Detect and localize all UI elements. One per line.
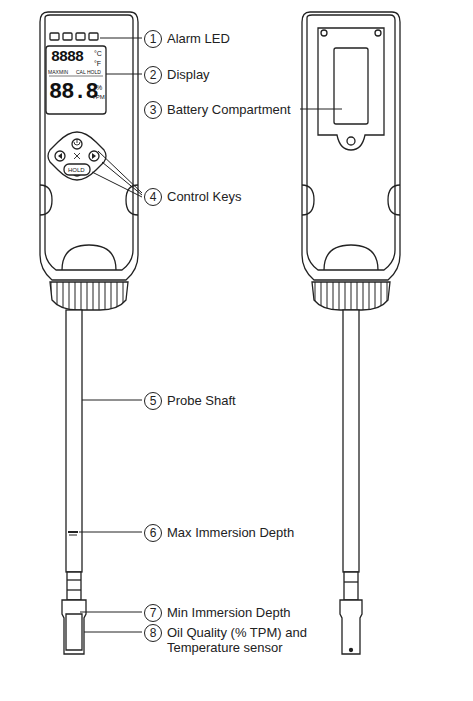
housing xyxy=(40,12,138,280)
key-label: HOLD xyxy=(68,167,85,173)
display-segment: °F xyxy=(94,60,101,67)
display-segment: HOLD xyxy=(87,70,101,75)
callout: 1 Alarm LED xyxy=(144,30,231,48)
callout-number: 6 xyxy=(144,524,162,542)
display-segment: MIN xyxy=(59,70,68,75)
callout: 6 Max Immersion Depth xyxy=(144,524,295,542)
part-name: Alarm LED xyxy=(166,31,231,46)
display-segment: °C xyxy=(94,50,102,57)
callout: 8Oil Quality (% TPM) and Temperature sen… xyxy=(144,624,328,655)
callout-number: 2 xyxy=(144,66,162,84)
callout: 3 Battery Compartment xyxy=(144,101,292,119)
part-name: Oil Quality (% TPM) and Temperature sens… xyxy=(166,625,328,655)
display-segment: 88.8 xyxy=(49,82,98,104)
display-segment: % xyxy=(96,84,102,91)
leader-lines xyxy=(79,38,342,632)
callout-number: 1 xyxy=(144,30,162,48)
callout-number: 7 xyxy=(144,604,162,622)
display-segment: TPM xyxy=(92,94,105,100)
display-segment: MAX xyxy=(48,70,59,75)
display-segment: CAL xyxy=(76,70,86,75)
part-name: Probe Shaft xyxy=(166,393,237,408)
part-name: Control Keys xyxy=(166,189,242,204)
part-name: Display xyxy=(166,67,211,82)
callout-number: 3 xyxy=(144,101,162,119)
part-name: Min Immersion Depth xyxy=(166,605,292,620)
part-name: Battery Compartment xyxy=(166,102,292,117)
callout-number: 4 xyxy=(144,188,162,206)
callout: 2 Display xyxy=(144,66,211,84)
part-name: Max Immersion Depth xyxy=(166,525,295,540)
display-segment: 8888 xyxy=(51,50,83,65)
callout-number: 5 xyxy=(144,392,162,410)
callout-number: 8 xyxy=(144,624,162,642)
callout: 4 Control Keys xyxy=(144,188,242,206)
callout: 5 Probe Shaft xyxy=(144,392,237,410)
callout: 7 Min Immersion Depth xyxy=(144,604,292,622)
